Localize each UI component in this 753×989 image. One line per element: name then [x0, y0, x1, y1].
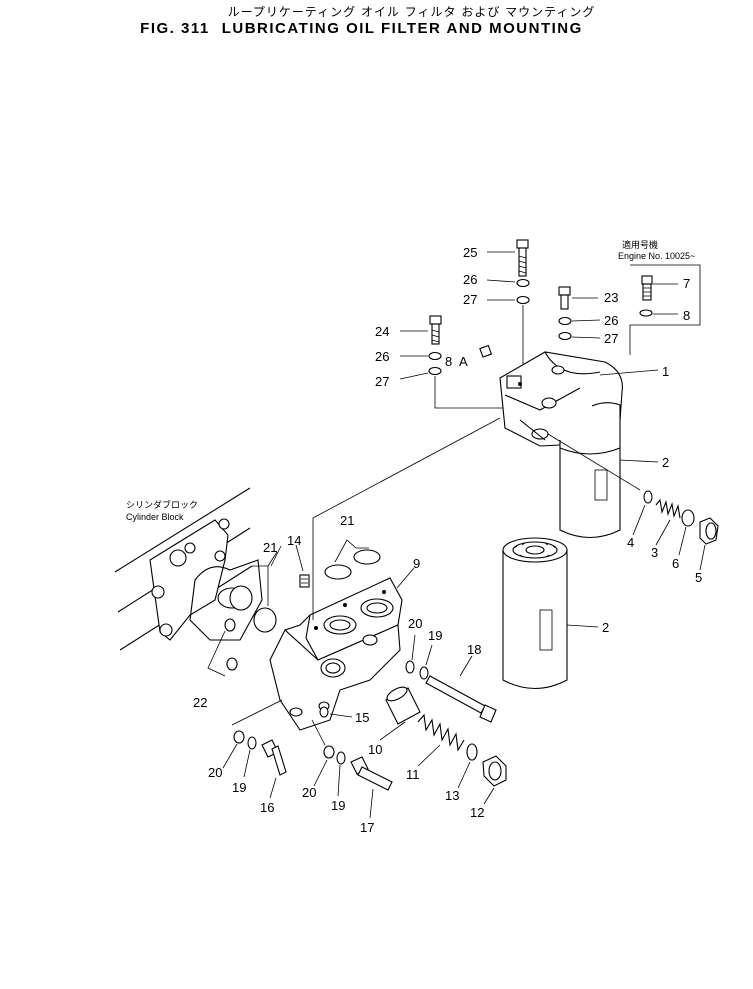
callout-4: 4: [627, 535, 634, 550]
callout-20-lower-left: 20: [208, 765, 222, 780]
part-27-washer-left: [428, 366, 442, 376]
engine-number-label: Engine No. 10025~: [618, 251, 695, 261]
title-block: ループリケーティング オイル フィルタ および マウンティング FIG. 311…: [0, 4, 753, 38]
part-19-washer-b: [247, 736, 257, 750]
callout-2-installed: 2: [662, 455, 669, 470]
part-12-plug: [482, 755, 507, 787]
callout-5: 5: [695, 570, 702, 585]
part-19-washer-c: [336, 751, 346, 765]
part-5-plug: [699, 517, 719, 545]
part-6-gasket: [681, 509, 695, 527]
part-25-bolt: [487, 239, 529, 277]
callout-18: 18: [467, 642, 481, 657]
part-22-oring-a: [224, 618, 236, 632]
callout-27-left: 27: [375, 374, 389, 389]
callout-19-right: 19: [428, 628, 442, 643]
part-3-spring: [655, 498, 681, 519]
part-18-long-bolt: [425, 675, 497, 723]
part-16-bolt: [261, 739, 287, 776]
part-20-washer-b: [233, 730, 245, 744]
callout-9: 9: [413, 556, 420, 571]
part-7-sensor: [641, 275, 678, 301]
callout-20-right: 20: [408, 616, 422, 631]
part-22-oring-b: [226, 657, 238, 671]
part-8-plug: [479, 344, 493, 358]
title-japanese: ループリケーティング オイル フィルタ および マウンティング: [227, 5, 596, 19]
callout-11: 11: [406, 767, 420, 782]
part-27-washer-right: [558, 331, 572, 341]
part-8-washer: [639, 309, 678, 317]
part-21-oring-top-b: [353, 549, 381, 565]
callout-13: 13: [445, 788, 459, 803]
part-2-filter-installed: [559, 402, 621, 538]
callout-21-top: 21: [340, 513, 354, 528]
callout-25: 25: [463, 245, 477, 260]
figure-title: LUBRICATING OIL FILTER AND MOUNTING: [221, 20, 583, 37]
callout-14: 14: [287, 533, 301, 548]
applicable-label-jp: 適用号機: [622, 239, 658, 250]
callout-21-left: 21: [263, 540, 277, 555]
callout-6: 6: [672, 556, 679, 571]
cylinder-block-label: Cylinder Block: [126, 512, 184, 522]
callout-24: 24: [375, 324, 389, 339]
part-26-washer-right: [558, 316, 572, 326]
callout-17: 17: [360, 820, 374, 835]
callout-27-right: 27: [604, 331, 618, 346]
callout-3: 3: [651, 545, 658, 560]
part-21-oring-top-a: [324, 564, 352, 580]
callout-2-loose: 2: [602, 620, 609, 635]
part-20-washer-a: [405, 660, 415, 674]
callout-27-top: 27: [463, 292, 477, 307]
part-20-washer-c: [323, 745, 335, 759]
part-13-gasket: [466, 743, 478, 761]
part-19-washer-a: [419, 666, 429, 680]
part-26-washer-top: [516, 278, 530, 288]
part-9-filter-stand: [269, 577, 403, 731]
callout-26-right: 26: [604, 313, 618, 328]
part-21-oring-left-a: [229, 585, 253, 611]
title-english-line: FIG. 311 LUBRICATING OIL FILTER AND MOUNT…: [0, 20, 753, 38]
cylinder-block-outline: [114, 487, 263, 651]
callout-8-plug: 8: [445, 354, 452, 369]
callout-8-box: 8: [683, 308, 690, 323]
part-15-plug: [319, 706, 329, 718]
part-23-bolt: [558, 286, 598, 310]
part-26-washer-left: [428, 351, 442, 361]
callout-10: 10: [368, 742, 382, 757]
callout-12: 12: [470, 805, 484, 820]
part-24-bolt: [400, 315, 442, 345]
part-4-washer: [643, 490, 653, 504]
figure-number: FIG. 311: [140, 20, 210, 37]
part-11-spring: [417, 713, 465, 752]
callout-26-top: 26: [463, 272, 477, 287]
part-14-plug: [299, 574, 310, 588]
callout-23: 23: [604, 290, 618, 305]
callout-26-left: 26: [375, 349, 389, 364]
callout-19-lower-mid: 19: [331, 798, 345, 813]
callout-1: 1: [662, 364, 669, 379]
part-21-oring-left-b: [253, 607, 277, 633]
part-17-bolt: [350, 756, 393, 791]
part-2-filter-loose: [502, 537, 568, 689]
callout-7: 7: [683, 276, 690, 291]
part-27-washer-top: [516, 295, 530, 305]
cylinder-block-label-jp: シリンダブロック: [126, 499, 198, 510]
part-10-valve: [385, 686, 421, 725]
view-marker-a: A: [459, 354, 468, 369]
applicable-bracket: [629, 264, 701, 355]
callout-19-lower-left: 19: [232, 780, 246, 795]
callout-20-lower-mid: 20: [302, 785, 316, 800]
callout-22: 22: [193, 695, 207, 710]
callout-16: 16: [260, 800, 274, 815]
callout-15: 15: [355, 710, 369, 725]
